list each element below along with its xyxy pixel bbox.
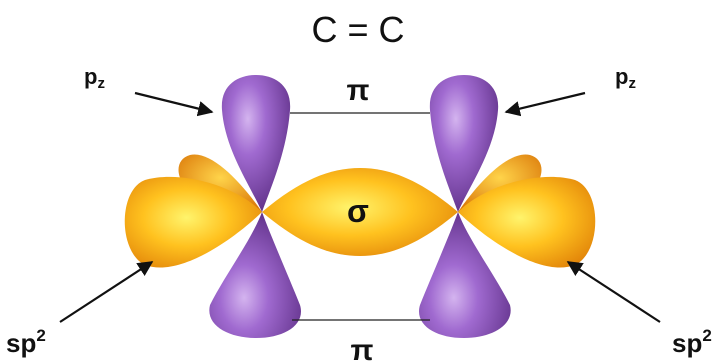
pz-orbital-left-upper (221, 75, 291, 212)
pi-label-top: π (347, 74, 370, 107)
pz-label-left: pz (84, 64, 105, 92)
sp2-label-left-main: sp (6, 328, 36, 358)
pz-label-right-sub: z (628, 75, 636, 92)
sp2-label-right-main: sp (672, 328, 702, 358)
sp2-label-right: sp2 (672, 326, 712, 358)
pz-label-left-main: p (84, 64, 97, 89)
pz-label-right-main: p (615, 64, 628, 89)
pz-arrow-left (134, 91, 214, 117)
sp2-arrow-right (566, 261, 661, 323)
sp2-arrow-left (59, 261, 154, 323)
pz-label-left-sub: z (97, 75, 105, 92)
pz-orbital-left-lower (209, 212, 301, 338)
sp2-label-left: sp2 (6, 326, 46, 358)
sp2-label-left-sup: 2 (36, 326, 45, 345)
sp2-lobe-left (124, 176, 262, 268)
pz-arrow-right (504, 91, 586, 117)
sigma-label: σ (347, 193, 369, 229)
pi-label-bottom: π (351, 334, 374, 362)
sp2-label-right-sup: 2 (702, 326, 711, 345)
diagram-title: C = C (311, 9, 404, 50)
pz-orbital-right-lower (419, 212, 511, 338)
pz-label-right: pz (615, 64, 636, 92)
sigma-bond-lobe (262, 168, 458, 256)
pz-orbital-right-upper (429, 75, 499, 212)
sp2-lobe-right (458, 176, 596, 268)
